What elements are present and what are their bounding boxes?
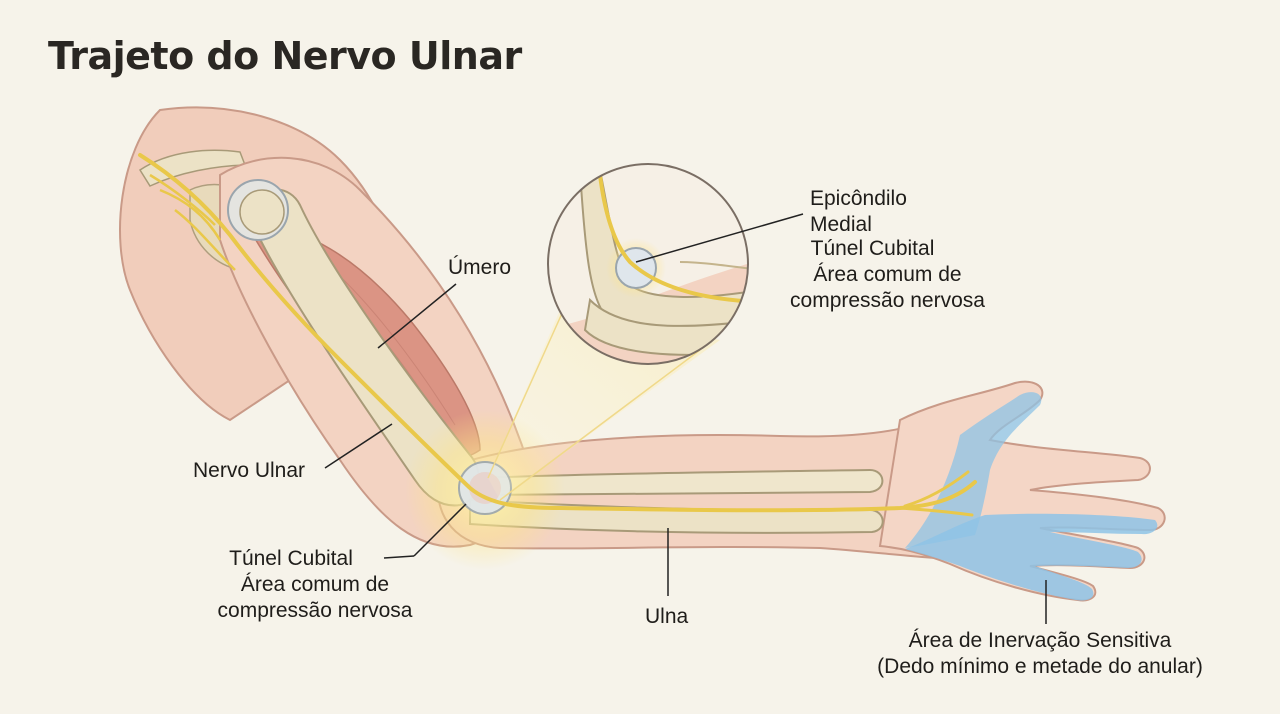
label-sensory-sub: (Dedo mínimo e metade do anular) [877,655,1203,678]
leader-inset-epi [635,213,804,263]
label-inset-tunel-cubital: Túnel Cubital Área comum de compressão n… [765,236,1010,314]
leader-tunel-main-2 [413,503,467,557]
label-tunel-main-l1: Área comum de [240,573,390,596]
label-tunel-main-l2: compressão nervosa [217,599,413,622]
leader-nervo-ulnar [324,423,393,469]
label-inset-tunel-l1: Área comum de [813,263,962,286]
label-tunel-main-title: Túnel Cubital [229,547,353,570]
sensory-area-fingers [905,513,1158,601]
label-inset-tunel-l2: compressão nervosa [790,289,985,312]
sensory-area-palm [905,392,1042,548]
label-sensory-area: Área de Inervação Sensitiva (Dedo mínimo… [840,628,1240,680]
label-inset-epicondilo: Epicôndilo Medial [810,186,907,238]
label-nervo-ulnar: Nervo Ulnar [193,459,306,482]
label-umero: Úmero [448,256,512,279]
page-title: Trajeto do Nervo Ulnar [48,34,522,78]
label-tunel-cubital-main: Túnel Cubital Área comum de compressão n… [200,546,430,624]
nerve-branch-2 [903,470,970,508]
leader-umero [377,283,457,349]
radius-bone [478,468,884,497]
label-sensory-title: Área de Inervação Sensitiva [908,629,1172,652]
nerve-branch-1 [898,506,974,517]
nerve-plexus [149,173,236,271]
leader-tunel-main [383,555,415,559]
label-inset-epi-l2: Medial [810,213,872,236]
label-inset-epi-l1: Epicôndilo [810,187,907,210]
ulnar-nerve [138,153,977,513]
label-inset-tunel-title: Túnel Cubital [810,237,935,260]
label-ulna: Ulna [645,605,689,628]
